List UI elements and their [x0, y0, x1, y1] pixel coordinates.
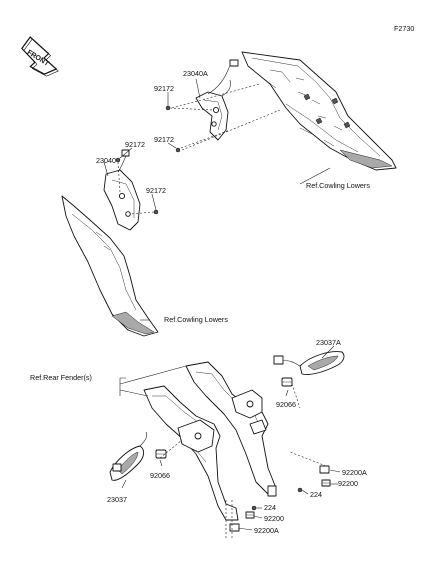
rear-fender-bracket-main — [185, 361, 277, 497]
bracket-23040a — [195, 59, 239, 141]
screw-92172-right — [153, 209, 159, 215]
label-224-right: 224 — [310, 490, 322, 499]
label-23037a: 23037A — [316, 338, 341, 347]
label-92066-right: 92066 — [276, 400, 296, 409]
hardware-right-224 — [297, 487, 303, 493]
label-92172-upper: 92172 — [154, 84, 174, 93]
grommet-92066-left — [155, 449, 167, 459]
cowling-lower-right-panel — [241, 51, 397, 171]
screw-92172-left — [115, 157, 121, 163]
grommet-92066-right — [281, 377, 293, 387]
hardware-right-92200a — [319, 465, 330, 474]
figure-code: F2730 — [394, 24, 414, 33]
turn-signal-23037a — [273, 351, 345, 375]
screw-92172-mid — [175, 147, 181, 153]
screw-92172-upper — [165, 105, 171, 111]
label-92172-right: 92172 — [146, 186, 166, 195]
label-ref-cowling-upper: Ref.Cowling Lowers — [306, 181, 370, 190]
leader-lines-upper — [103, 78, 331, 321]
label-224-left: 224 — [264, 503, 276, 512]
hardware-left-224 — [251, 505, 257, 511]
label-92172-mid: 92172 — [154, 135, 174, 144]
label-92200-left: 92200 — [264, 514, 284, 523]
label-92200a-right: 92200A — [342, 468, 367, 477]
label-92066-left: 92066 — [150, 471, 170, 480]
label-92200a-left: 92200A — [254, 526, 279, 535]
front-arrow-icon: FRONT — [21, 36, 59, 77]
cowling-lower-left-panel — [61, 195, 159, 337]
hardware-right-92200 — [321, 479, 331, 487]
bracket-23040 — [103, 149, 141, 231]
rear-fender-bracket-left — [143, 385, 239, 521]
leader-lines-lower — [119, 345, 341, 540]
label-ref-rear-fender: Ref.Rear Fender(s) — [30, 373, 92, 382]
hardware-left-92200a — [229, 523, 240, 532]
label-92172-left: 92172 — [125, 140, 145, 149]
hardware-left-92200 — [245, 511, 255, 519]
label-23037: 23037 — [107, 495, 127, 504]
label-23040a: 23040A — [183, 69, 208, 78]
label-ref-cowling-lower: Ref.Cowling Lowers — [164, 315, 228, 324]
label-92200-right: 92200 — [338, 479, 358, 488]
label-23040: 23040 — [96, 156, 116, 165]
turn-signal-23037 — [109, 431, 148, 481]
